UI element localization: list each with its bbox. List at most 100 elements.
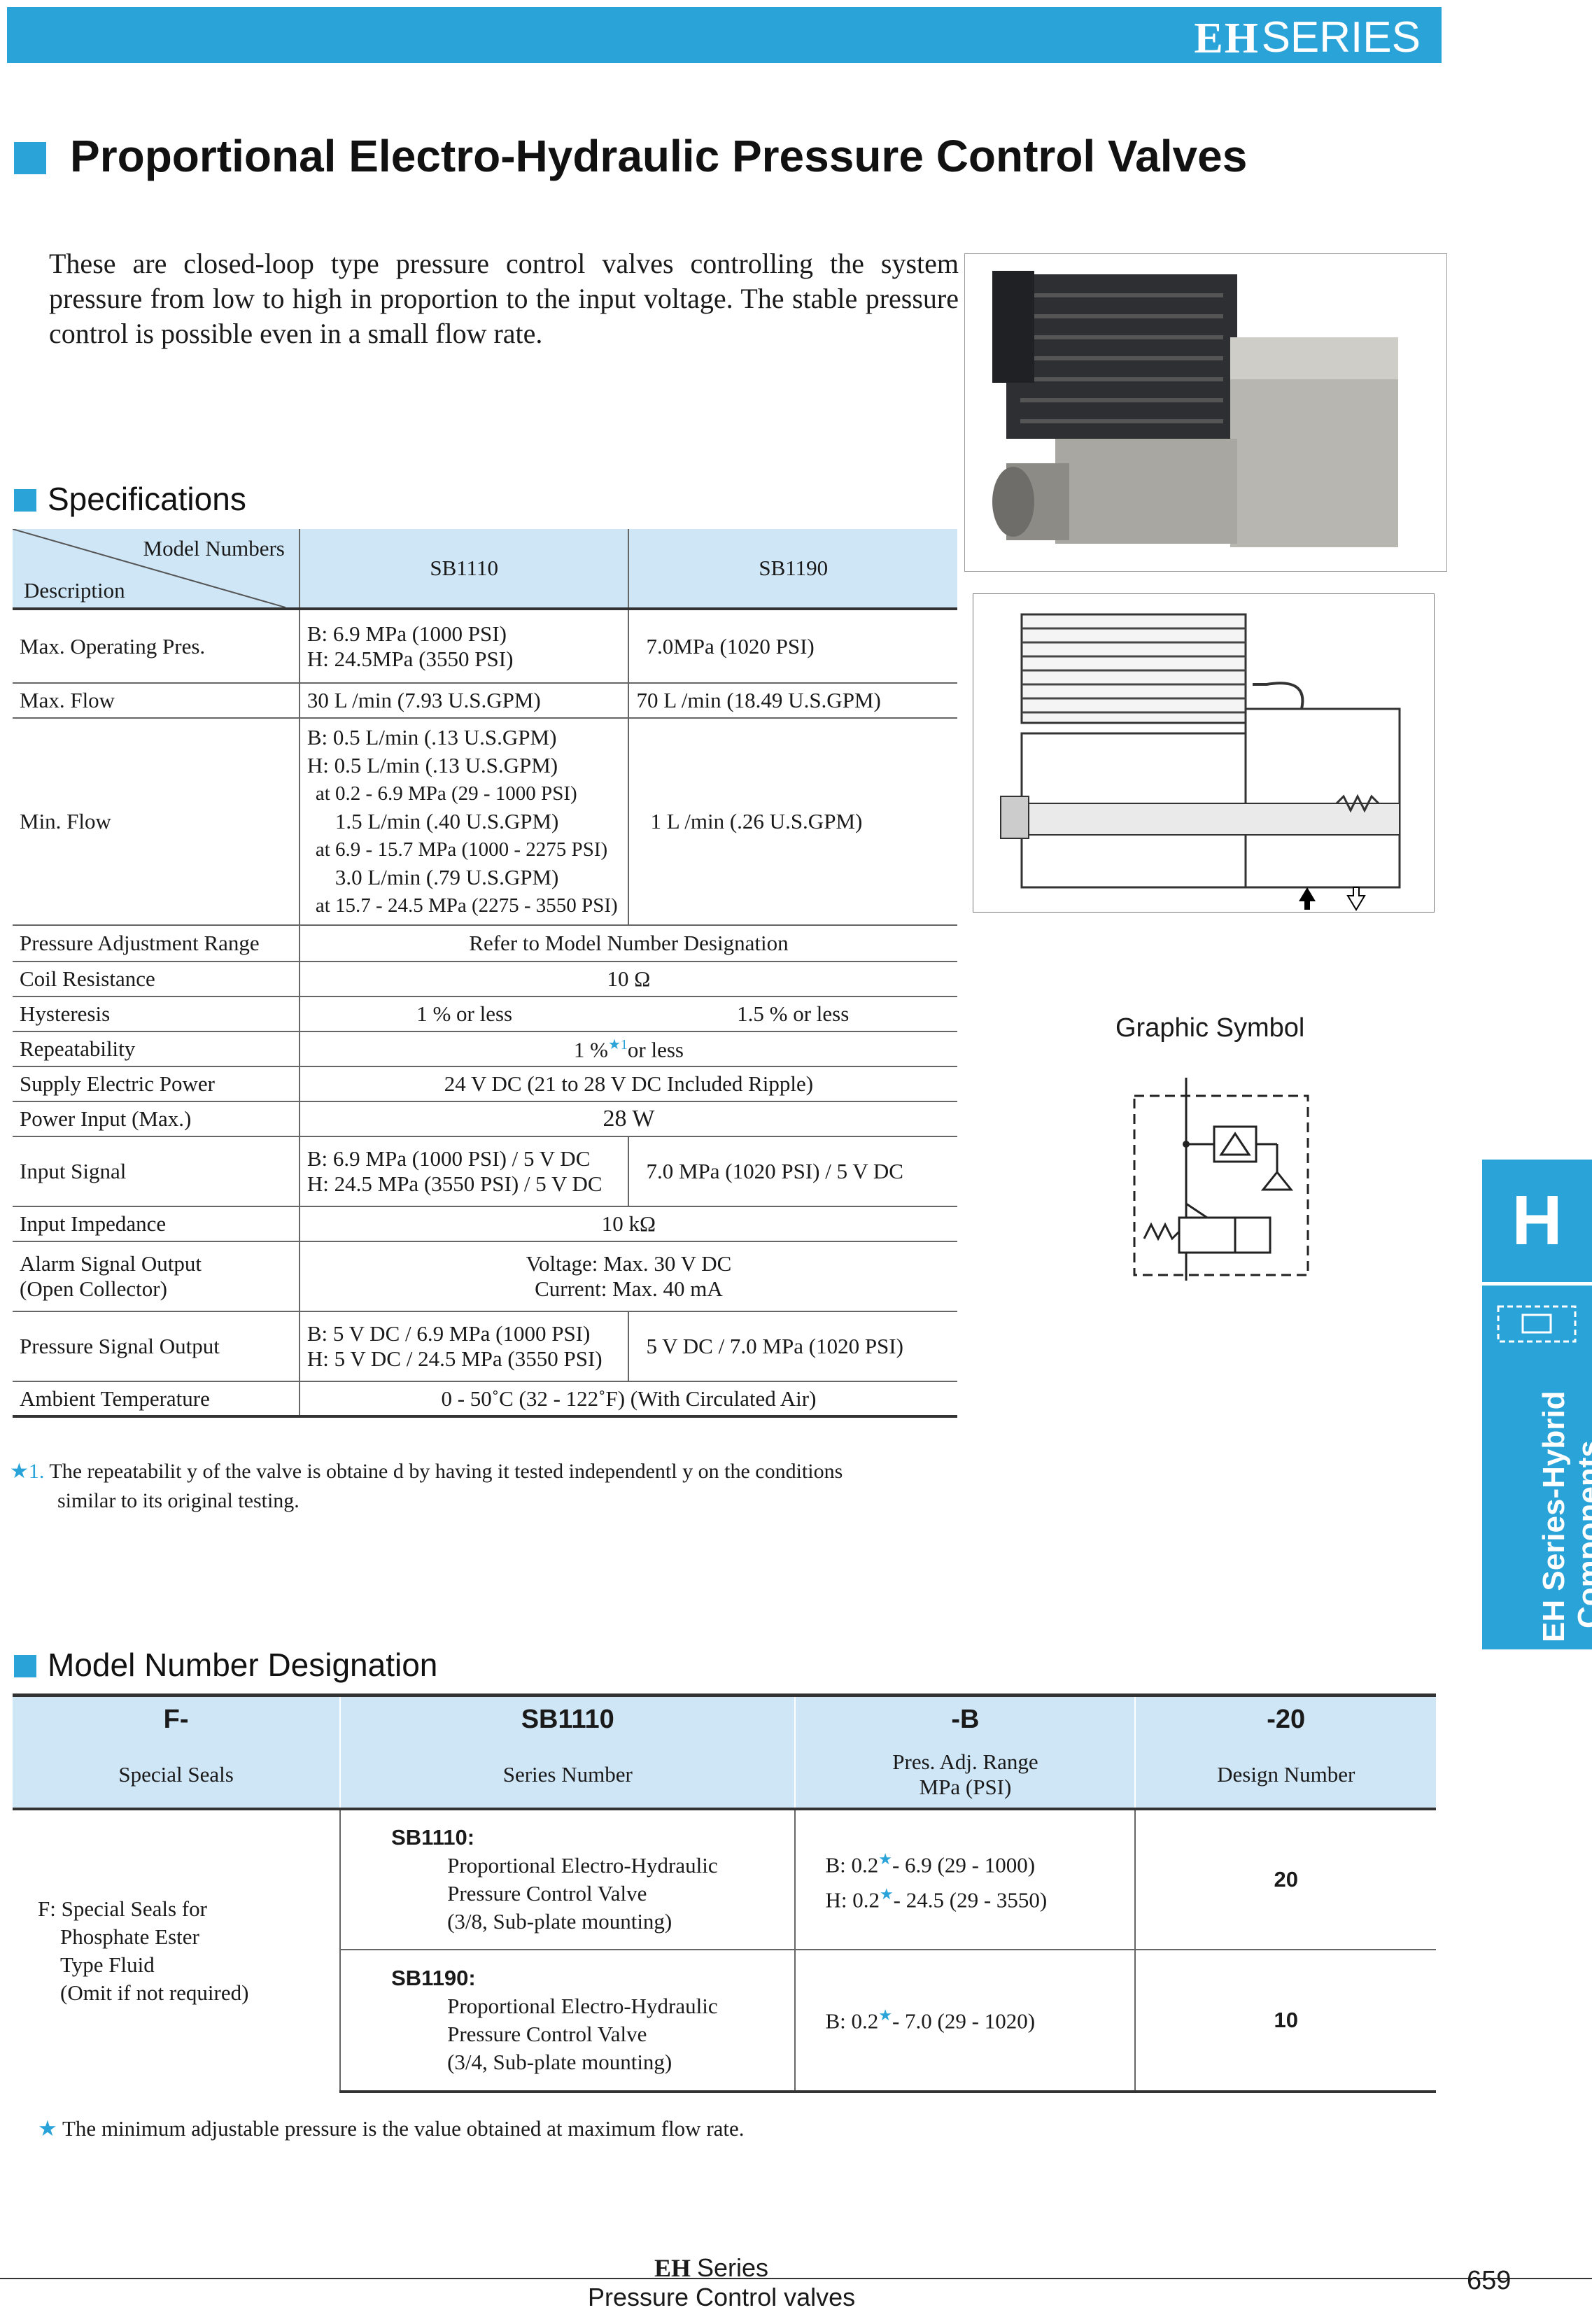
cell-line: H: 5 V DC / 24.5 MPa (3550 PSI) <box>307 1346 603 1371</box>
footer-series: EH Series <box>654 2253 768 2283</box>
repeatability-value: 1 % <box>573 1037 608 1062</box>
row-label: Min. Flow <box>13 718 300 926</box>
series-sb1190: SB1190: Proportional Electro-Hydraulic P… <box>340 1950 796 2093</box>
range-b-prefix: B: 0.2 <box>825 2008 879 2034</box>
cell-value: B: 6.9 MPa (1000 PSI) / 5 V DC H: 24.5 M… <box>299 1136 630 1207</box>
side-tab-line-2: Components <box>1572 1440 1592 1628</box>
cell-line: Proportional Electro-Hydraulic <box>447 1853 718 1878</box>
header-model-sb1110: SB1110 <box>299 529 630 610</box>
square-bullet-icon <box>14 1655 36 1677</box>
footnote-line-2: similar to its original testing. <box>57 1489 300 1512</box>
range-sb1190: B: 0.2★- 7.0 (29 - 1020) <box>795 1950 1136 2093</box>
star-icon: ★ <box>38 2116 57 2141</box>
label-design: Design Number <box>1135 1742 1436 1810</box>
cell-value: Voltage: Max. 30 V DC Current: Max. 40 m… <box>299 1241 957 1312</box>
design-sb1110: 20 <box>1135 1809 1436 1950</box>
label-line: Pres. Adj. Range <box>892 1749 1038 1774</box>
cell-line: B: 0.2★- 6.9 (29 - 1000) <box>825 1845 1134 1880</box>
header-model-sb1190: SB1190 <box>628 529 957 610</box>
row-label: Repeatability <box>13 1031 300 1067</box>
cell-value: 0 - 50˚C (32 - 122˚F) (With Circulated A… <box>299 1381 957 1418</box>
cell-line: Pressure Control Valve <box>447 1881 647 1906</box>
label-line: MPa (PSI) <box>919 1775 1012 1799</box>
graphic-symbol-label: Graphic Symbol <box>1115 1013 1305 1043</box>
cell-line: Phosphate Ester <box>60 1924 199 1949</box>
design-sb1190: 10 <box>1135 1950 1436 2093</box>
cell-line: at 15.7 - 24.5 MPa (2275 - 3550 PSI) <box>315 894 618 917</box>
cell-value: Refer to Model Number Designation <box>299 925 957 962</box>
graphic-symbol-diagram <box>1133 1078 1309 1281</box>
cell-line: F: Special Seals for <box>38 1896 207 1921</box>
row-label: Max. Operating Pres. <box>13 609 300 684</box>
footnote-line-1: The repeatabilit y of the valve is obtai… <box>49 1460 843 1483</box>
footer-rule <box>0 2278 1592 2279</box>
cell-line: B: 6.9 MPa (1000 PSI) <box>307 621 507 646</box>
row-label: Pressure Adjustment Range <box>13 925 300 962</box>
cell-value: 70 L /min (18.49 U.S.GPM) <box>628 683 957 719</box>
cell-value: 24 V DC (21 to 28 V DC Included Ripple) <box>299 1066 957 1102</box>
cell-line: H: 0.2★- 24.5 (29 - 3550) <box>825 1880 1134 1915</box>
cell-value: 1 % or less <box>299 996 629 1032</box>
cell-line: H: 0.5 L/min (.13 U.S.GPM) <box>307 753 558 777</box>
star-icon: ★1. <box>10 1460 45 1483</box>
range-b-suffix: - 6.9 (29 - 1000) <box>892 1852 1036 1877</box>
row-label: Pressure Signal Output <box>13 1311 300 1382</box>
cell-value: B: 6.9 MPa (1000 PSI) H: 24.5MPa (3550 P… <box>299 609 630 684</box>
section-letter: H <box>1482 1160 1592 1282</box>
cell-value: 10 Ω <box>299 962 957 997</box>
side-tab-line-1: EH Series-Hybrid <box>1537 1390 1571 1642</box>
cell-line: 3.0 L/min (.79 U.S.GPM) <box>334 865 559 889</box>
valve-cross-section-drawing <box>973 593 1435 913</box>
specifications-heading-text: Specifications <box>48 481 246 517</box>
spec-footnote: ★1. The repeatabilit y of the valve is o… <box>10 1457 961 1516</box>
label-special-seals: Special Seals <box>13 1742 341 1810</box>
cell-value: 1 %★1or less <box>299 1031 957 1067</box>
model-footnote-text: The minimum adjustable pressure is the v… <box>62 2116 745 2141</box>
model-designation-table: F- SB1110 -B -20 Special Seals Series Nu… <box>13 1693 1436 2093</box>
row-label: Power Input (Max.) <box>13 1101 300 1137</box>
cell-value: B: 5 V DC / 6.9 MPa (1000 PSI) H: 5 V DC… <box>299 1311 630 1382</box>
valve-symbol-icon <box>1497 1305 1577 1343</box>
square-bullet-icon <box>14 489 36 512</box>
specifications-table: Model Numbers Description SB1110 SB1190 … <box>13 529 957 1418</box>
cell-line: Proportional Electro-Hydraulic <box>447 1994 718 2018</box>
square-bullet-icon <box>14 142 46 174</box>
page-title: Proportional Electro-Hydraulic Pressure … <box>14 130 1247 182</box>
diagonal-divider <box>13 529 286 607</box>
intro-paragraph: These are closed-loop type pressure cont… <box>49 248 959 349</box>
row-label: Alarm Signal Output (Open Collector) <box>13 1241 300 1312</box>
range-b-suffix: - 7.0 (29 - 1020) <box>892 2008 1036 2034</box>
row-label: Supply Electric Power <box>13 1066 300 1102</box>
cell-line: Voltage: Max. 30 V DC <box>526 1251 732 1276</box>
star-icon: ★1 <box>607 1036 628 1052</box>
model-designation-heading-text: Model Number Designation <box>48 1647 438 1683</box>
footer-series-label: Series <box>697 2253 769 2282</box>
cell-line: H: 24.5MPa (3550 PSI) <box>307 646 514 671</box>
series-sb1110: SB1110: Proportional Electro-Hydraulic P… <box>340 1809 796 1950</box>
footer-eh-logo: EH <box>654 2254 691 2282</box>
cell-value: 1 L /min (.26 U.S.GPM) <box>628 718 957 926</box>
eh-logo: EH <box>1194 15 1260 62</box>
cell-line: H: 24.5 MPa (3550 PSI) / 5 V DC <box>307 1171 603 1196</box>
cell-line: Alarm Signal Output <box>20 1251 202 1276</box>
table-header-description: Model Numbers Description <box>13 529 300 610</box>
side-tab-text: EH Series-Hybrid Components <box>1537 1391 1592 1642</box>
repeatability-suffix: or less <box>627 1037 684 1062</box>
range-b-prefix: B: 0.2 <box>825 1852 879 1877</box>
special-seals-desc: F: Special Seals for Phosphate Ester Typ… <box>13 1809 341 2092</box>
star-icon: ★ <box>878 1850 892 1868</box>
cell-value: 30 L /min (7.93 U.S.GPM) <box>299 683 630 719</box>
cell-line: B: 0.5 L/min (.13 U.S.GPM) <box>307 725 557 749</box>
series-name: SB1110: <box>391 1825 475 1850</box>
cell-line: B: 6.9 MPa (1000 PSI) / 5 V DC <box>307 1146 591 1171</box>
cell-line: Pressure Control Valve <box>447 2022 647 2046</box>
section-side-tab: H EH Series-Hybrid Components <box>1482 1160 1592 1649</box>
label-pres-range: Pres. Adj. Range MPa (PSI) <box>795 1742 1136 1810</box>
series-header-bar: EH SERIES <box>7 7 1442 63</box>
cell-value: 7.0MPa (1020 PSI) <box>628 609 957 684</box>
page-title-text: Proportional Electro-Hydraulic Pressure … <box>70 131 1248 181</box>
cell-line: (3/8, Sub-plate mounting) <box>447 1909 672 1934</box>
label-series: Series Number <box>340 1742 796 1810</box>
cell-line: (Omit if not required) <box>60 1980 249 2005</box>
range-sb1110: B: 0.2★- 6.9 (29 - 1000) H: 0.2★- 24.5 (… <box>795 1809 1136 1950</box>
